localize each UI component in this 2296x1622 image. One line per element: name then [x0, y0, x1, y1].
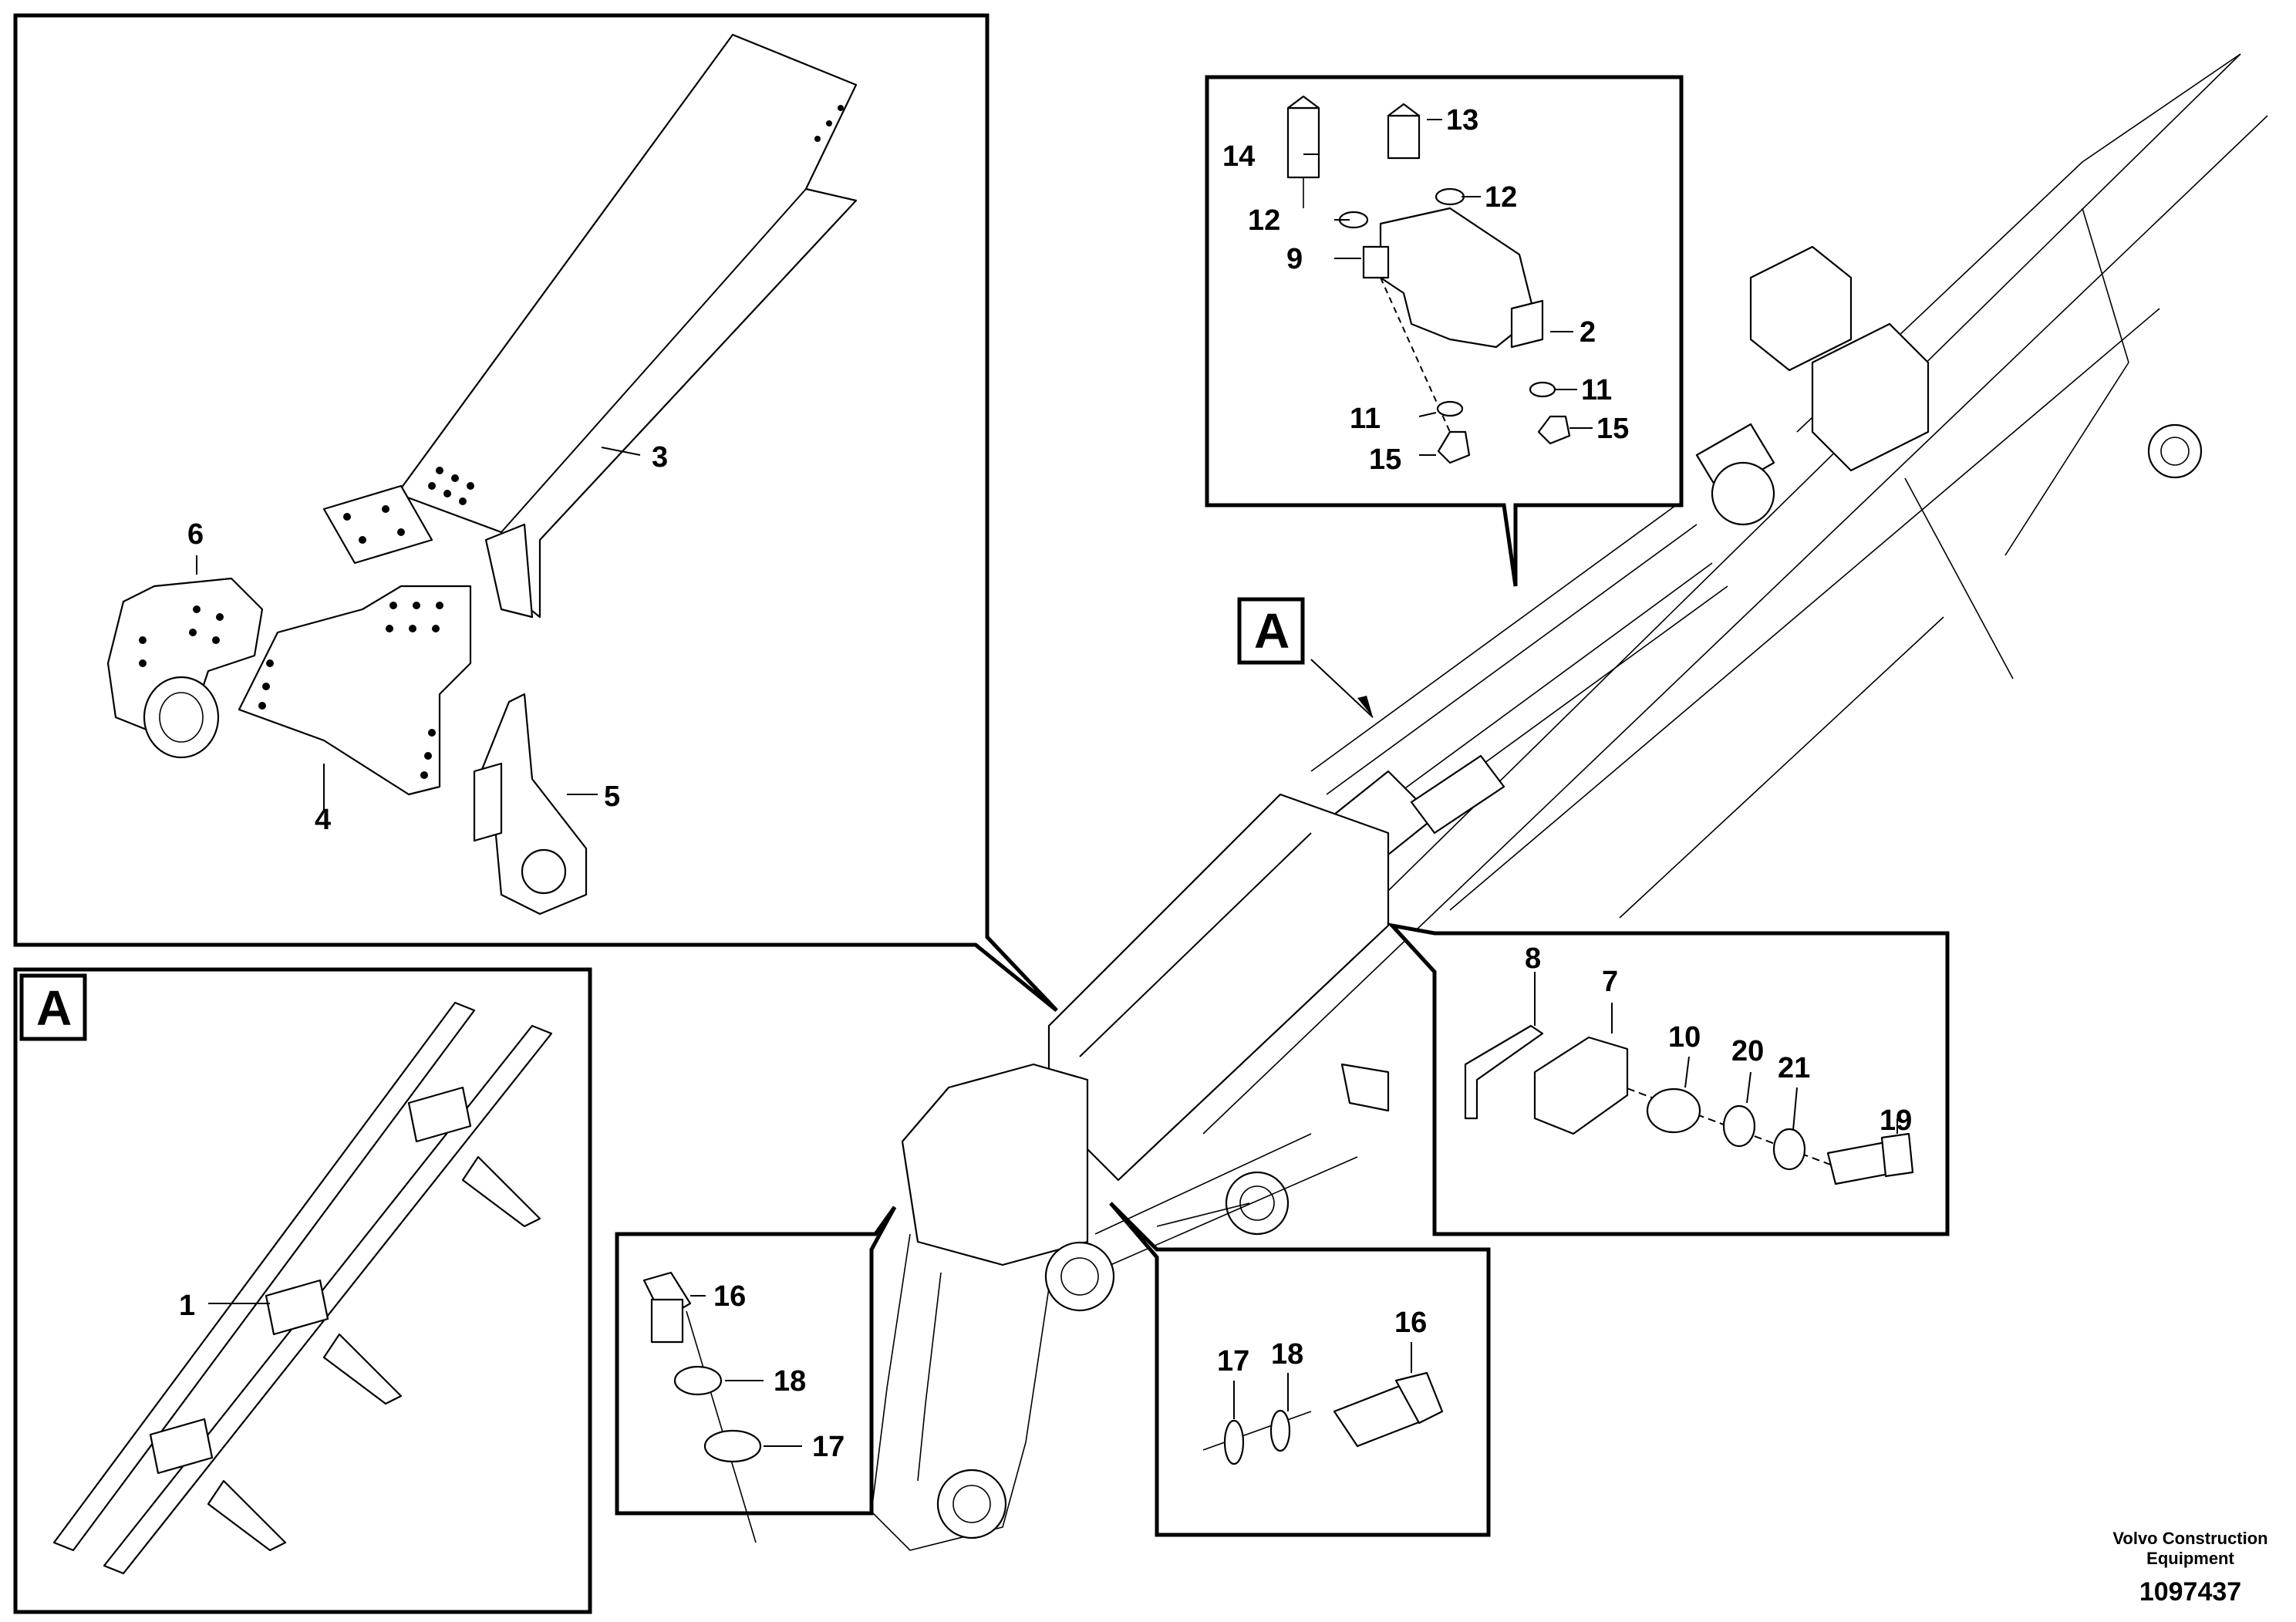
detail-reference-a — [1237, 597, 1374, 718]
part-lug-bracket — [473, 693, 588, 916]
label-part-12-left: 12 — [1248, 204, 1280, 237]
label-part-8: 8 — [1525, 943, 1541, 975]
document-number: 1097437 — [2139, 1577, 2241, 1607]
label-part-14: 14 — [1222, 140, 1255, 173]
label-part-13: 13 — [1446, 104, 1478, 137]
slide-pad-detail-box — [1387, 922, 1950, 1236]
caption-line-1: Volvo Construction — [2112, 1529, 2267, 1548]
label-part-9: 9 — [1286, 243, 1303, 275]
label-part-16-right: 16 — [1394, 1307, 1427, 1339]
label-part-20: 20 — [1731, 1035, 1764, 1067]
part-pad-bracket — [1464, 1024, 1629, 1135]
label-part-4: 4 — [315, 804, 331, 836]
label-part-16-left: 16 — [713, 1280, 746, 1313]
cover-parts-detail-box — [13, 13, 1058, 1012]
boom-assembly — [871, 53, 2268, 1551]
detail-marker-a-box: A — [36, 980, 72, 1036]
label-part-2: 2 — [1580, 316, 1596, 349]
part-mounting-plate — [238, 585, 472, 796]
bolt-left-detail-box — [615, 1206, 897, 1543]
label-part-18-left: 18 — [774, 1365, 806, 1398]
label-part-11-left: 11 — [1350, 403, 1381, 435]
label-part-21: 21 — [1778, 1052, 1810, 1084]
label-part-15-left: 15 — [1369, 443, 1401, 476]
part-guide-frame — [52, 1001, 553, 1575]
part-wear-pad — [1379, 207, 1544, 349]
label-part-18-right: 18 — [1271, 1338, 1303, 1371]
label-part-17-right: 17 — [1217, 1345, 1249, 1378]
manufacturer-caption: Volvo Construction Equipment 1097437 — [2112, 1529, 2267, 1607]
label-part-19: 19 — [1880, 1104, 1912, 1137]
bolt-right-detail-box — [1109, 1202, 1491, 1537]
label-part-3: 3 — [652, 441, 668, 474]
label-part-11-right: 11 — [1581, 374, 1612, 406]
wear-pad-detail-box — [1205, 75, 1684, 587]
label-part-5: 5 — [604, 781, 620, 813]
label-part-17-left: 17 — [812, 1431, 845, 1463]
callout-labels: 3 6 4 5 1 14 13 12 12 9 2 11 11 15 15 8 … — [36, 104, 1912, 1463]
part-eye-bracket — [106, 577, 264, 759]
caption-line-2: Equipment — [2146, 1549, 2234, 1568]
label-part-7: 7 — [1602, 966, 1618, 998]
label-part-1: 1 — [179, 1290, 195, 1322]
part-cover-channel — [322, 33, 858, 619]
guide-rail-detail-box — [13, 967, 592, 1614]
label-part-6: 6 — [187, 518, 204, 551]
detail-marker-a-boom: A — [1254, 603, 1290, 659]
label-part-15-right: 15 — [1596, 413, 1629, 445]
label-part-10: 10 — [1668, 1021, 1701, 1054]
label-part-12-right: 12 — [1485, 181, 1517, 214]
